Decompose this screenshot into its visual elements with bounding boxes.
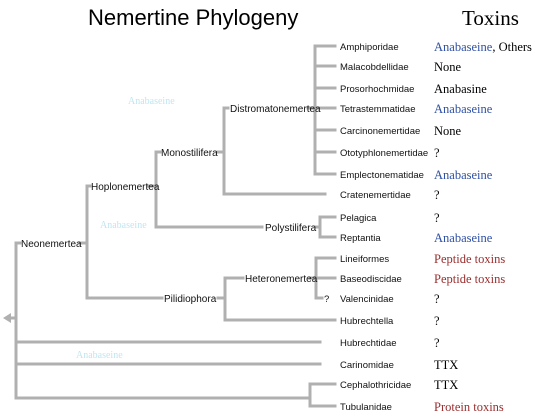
root-arrow-icon <box>3 313 11 323</box>
taxon-prosorhochmidae: Prosorhochmidae <box>340 84 414 95</box>
taxon-emplectonematidae: Emplectonematidae <box>340 170 424 181</box>
taxon-carcinonemertidae: Carcinonemertidae <box>340 126 420 137</box>
taxon-cephalothricidae: Cephalothricidae <box>340 380 411 391</box>
taxon-malacobdellidae: Malacobdellidae <box>340 62 409 73</box>
toxin-malacobdellidae: None <box>434 60 462 74</box>
taxon-hubrechtella: Hubrechtella <box>340 316 394 327</box>
taxon-carinomidae: Carinomidae <box>340 360 394 371</box>
faint-note-2: Anabaseine <box>100 220 147 231</box>
toxin-hubrechtidae: ? <box>434 336 440 350</box>
node-distromatonemertea: Distromatonemertea <box>230 104 321 115</box>
taxon-lineiformes: Lineiformes <box>340 254 389 265</box>
faint-note-3: Anabaseine <box>76 350 123 361</box>
taxon-pelagica: Pelagica <box>340 213 377 224</box>
toxin-prosorhochmidae: Anabasine <box>434 82 487 96</box>
toxin-tetrastemmatidae: Anabaseine <box>434 102 493 116</box>
toxin-carinomidae: TTX <box>434 358 458 372</box>
taxon-cratenemertidae: Cratenemertidae <box>340 190 411 201</box>
taxon-tubulanidae: Tubulanidae <box>340 402 392 413</box>
taxon-hubrechtidae: Hubrechtidae <box>340 338 397 349</box>
toxin-pelagica: ? <box>434 211 440 225</box>
node-pilidiophora: Pilidiophora <box>164 294 217 305</box>
taxon-tetrastemmatidae: Tetrastemmatidae <box>340 104 416 115</box>
valencinidae-question-mark: ? <box>324 294 329 305</box>
node-heteronemertea: Heteronemertea <box>245 274 318 285</box>
toxins-header: Toxins <box>462 6 519 30</box>
figure-title: Nemertine Phylogeny <box>88 5 298 30</box>
taxon-ototyphlonemertidae: Ototyphlonemertidae <box>340 148 428 159</box>
toxin-baseodiscidae: Peptide toxins <box>434 272 505 286</box>
node-monostilifera: Monostilifera <box>161 148 218 159</box>
toxin-hubrechtella: ? <box>434 314 440 328</box>
toxin-emplectonematidae: Anabaseine <box>434 168 493 182</box>
toxin-lineiformes: Peptide toxins <box>434 252 505 266</box>
taxon-reptantia: Reptantia <box>340 233 381 244</box>
taxon-amphiporidae: Amphiporidae <box>340 42 399 53</box>
faint-notes: Anabaseine Anabaseine Anabaseine <box>76 96 175 361</box>
node-hoplonemertea: Hoplonemertea <box>91 182 160 193</box>
node-polystilifera: Polystilifera <box>265 223 317 234</box>
taxon-baseodiscidae: Baseodiscidae <box>340 274 402 285</box>
faint-note-1: Anabaseine <box>128 96 175 107</box>
node-neonemertea: Neonemertea <box>21 239 82 250</box>
taxon-valencinidae: Valencinidae <box>340 294 394 305</box>
tree-branches <box>3 44 337 408</box>
node-labels: Neonemertea Hoplonemertea Monostilifera … <box>21 104 329 305</box>
toxin-amphiporidae: Anabaseine, Others <box>434 40 532 54</box>
toxin-valencinidae: ? <box>434 292 440 306</box>
toxin-cratenemertidae: ? <box>434 188 440 202</box>
toxin-reptantia: Anabaseine <box>434 231 493 245</box>
taxa-rows: Amphiporidae Anabaseine, OthersMalacobdel… <box>340 40 532 414</box>
toxin-tubulanidae: Protein toxins <box>434 400 504 414</box>
toxin-ototyphlonemertidae: ? <box>434 146 440 160</box>
toxin-carcinonemertidae: None <box>434 124 462 138</box>
toxin-cephalothricidae: TTX <box>434 378 458 392</box>
